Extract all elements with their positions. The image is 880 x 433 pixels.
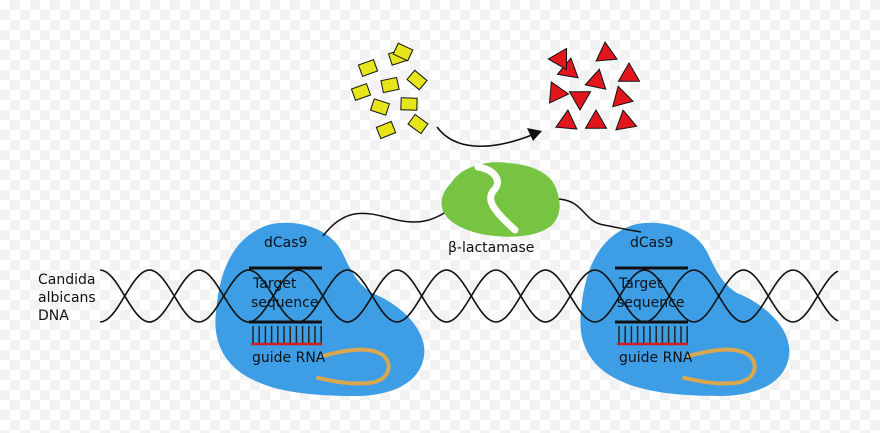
red-triangle-icon: [548, 81, 570, 104]
linker-right: [555, 198, 642, 233]
target-bars: [249, 266, 688, 324]
yellow-square-icon: [400, 97, 418, 111]
yellow-square-icon: [357, 58, 379, 78]
red-triangle-icon: [595, 41, 618, 62]
red-triangle-icon: [584, 68, 607, 90]
dcas9-left: [215, 222, 425, 396]
enzyme-icon: [441, 162, 560, 237]
target-right-line1: Target: [618, 276, 663, 292]
guide-rna-left-label: guide RNA: [252, 350, 326, 366]
red-triangle-icon: [568, 91, 592, 112]
substrate-molecules: [350, 42, 429, 140]
dcas9-right: [580, 222, 790, 396]
dna-helix: [99, 269, 839, 323]
guide-rna-right: [617, 326, 757, 386]
red-triangle-icon: [555, 109, 578, 130]
reaction-arrow: [436, 126, 542, 148]
red-triangle-icon: [547, 47, 568, 71]
yellow-square-icon: [406, 69, 428, 91]
dcas9-right-label: dCas9: [630, 235, 673, 251]
dcas9-left-label: dCas9: [264, 235, 307, 251]
dna-strand-b: [99, 269, 839, 323]
product-molecules: [547, 41, 641, 131]
organism-label-line1: Candida: [38, 272, 95, 288]
yellow-square-icon: [407, 113, 429, 135]
guide-rna-left-teeth: [252, 326, 322, 343]
guide-rna-left: [251, 326, 391, 386]
red-triangle-icon: [615, 109, 638, 131]
yellow-square-icon: [375, 120, 397, 140]
guide-rna-left-tail: [316, 347, 391, 386]
organism-label-line2: albicans: [38, 290, 96, 306]
reaction-arrow-line: [436, 126, 533, 148]
arrow-head-icon: [527, 128, 542, 141]
guide-rna-right-tail: [682, 347, 757, 386]
organism-label-line3: DNA: [38, 308, 69, 324]
yellow-square-icon: [350, 82, 372, 102]
yellow-square-icon: [392, 42, 414, 62]
dcas9-left-body: [215, 222, 425, 396]
target-right-line2: sequence: [617, 295, 684, 311]
yellow-square-icon: [380, 76, 400, 94]
red-triangle-icon: [612, 85, 634, 108]
enzyme-beta-lactamase: [441, 162, 560, 237]
linker-left: [322, 211, 447, 237]
dcas9-right-body: [580, 222, 790, 396]
enzyme-label: β-lactamase: [448, 240, 534, 256]
guide-rna-right-teeth: [618, 326, 688, 343]
target-left-line2: sequence: [251, 295, 318, 311]
red-triangle-icon: [584, 108, 608, 129]
text-labels: Candida albicans DNA dCas9 dCas9 Target …: [38, 235, 693, 366]
red-triangle-icon: [617, 61, 641, 82]
enzyme-cleft: [474, 163, 519, 234]
yellow-square-icon: [369, 98, 391, 116]
target-left-line1: Target: [252, 276, 297, 292]
linkers: [322, 198, 642, 237]
dna-strand-a: [99, 269, 839, 323]
guide-rna-right-label: guide RNA: [619, 350, 693, 366]
